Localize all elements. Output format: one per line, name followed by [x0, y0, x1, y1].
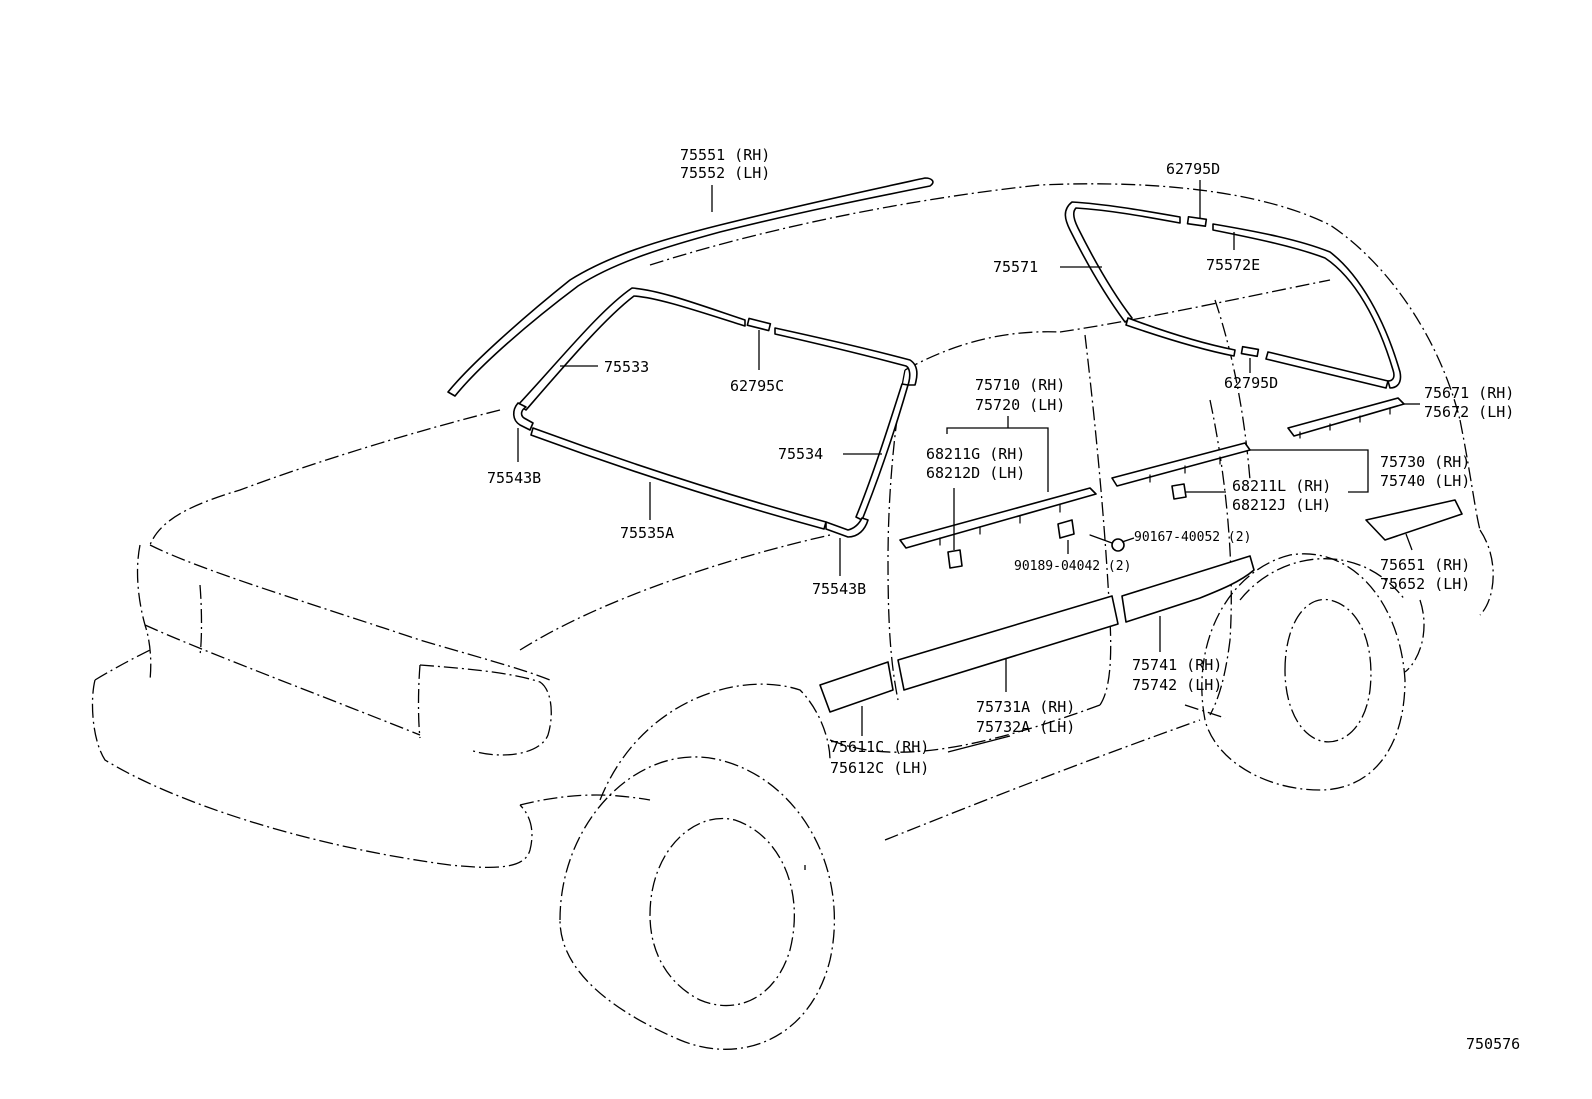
front-fender-molding — [819, 661, 894, 713]
front-door-belt-molding — [899, 487, 1097, 549]
label-windshield-molding-upper: 75533 — [604, 358, 649, 376]
screw — [1111, 538, 1125, 552]
part-labels: 75551 (RH) 75552 (LH) 62795D 75571 75572… — [487, 146, 1520, 1053]
rear-window-clip-top — [1186, 215, 1208, 228]
label-quarter-side-rh: 75651 (RH) — [1380, 556, 1470, 574]
label-roof-molding-lh: 75552 (LH) — [680, 164, 770, 182]
windshield-molding-upper — [517, 287, 746, 411]
rear-window-molding — [1064, 201, 1181, 323]
label-rear-window-clip-lower: 62795D — [1224, 374, 1278, 392]
label-front-clip-rh: 68211G (RH) — [926, 445, 1025, 463]
label-rear-window-molding-upper: 75572E — [1206, 256, 1260, 274]
rear-door-belt-molding — [1111, 442, 1251, 487]
corner-piece-upper — [512, 402, 534, 431]
front-door-side-molding — [897, 595, 1119, 691]
windshield-side-molding — [855, 383, 909, 521]
front-tire — [559, 756, 835, 1050]
roof-molding — [447, 177, 934, 397]
label-screw: 90167-40052 (2) — [1134, 530, 1251, 545]
windshield-clip — [746, 317, 772, 332]
label-corner-piece-upper: 75543B — [487, 469, 541, 487]
label-rear-side-lh: 75742 (LH) — [1132, 676, 1222, 694]
label-quarter-upper-rh: 75671 (RH) — [1424, 384, 1514, 402]
windshield-lower-molding — [530, 427, 827, 530]
label-roof-molding-rh: 75551 (RH) — [680, 146, 770, 164]
rear-tire — [1201, 553, 1406, 791]
label-corner-piece-lower: 75543B — [812, 580, 866, 598]
label-rear-window-clip-top: 62795D — [1166, 160, 1220, 178]
quarter-side-molding — [1365, 499, 1463, 541]
corner-piece-lower — [825, 517, 869, 538]
nut — [1057, 519, 1075, 539]
rear-window-clip-lower — [1240, 345, 1260, 358]
quarter-upper-molding — [1287, 397, 1405, 437]
label-front-belt-lh: 75720 (LH) — [975, 396, 1065, 414]
label-rear-window-molding: 75571 — [993, 258, 1038, 276]
label-rear-belt-lh: 75740 (LH) — [1380, 472, 1470, 490]
label-rear-clip-lh: 68212J (LH) — [1232, 496, 1331, 514]
label-front-clip-lh: 68212D (LH) — [926, 464, 1025, 482]
front-door-clip — [947, 549, 963, 569]
label-quarter-upper-lh: 75672 (LH) — [1424, 403, 1514, 421]
label-rear-belt-rh: 75730 (RH) — [1380, 453, 1470, 471]
label-windshield-lower-molding: 75535A — [620, 524, 674, 542]
label-nut: 90189-04042 (2) — [1014, 559, 1131, 574]
rear-window-molding-lower — [1125, 317, 1236, 357]
label-fender-lh: 75612C (LH) — [830, 759, 929, 777]
label-rear-side-rh: 75741 (RH) — [1132, 656, 1222, 674]
label-quarter-side-lh: 75652 (LH) — [1380, 575, 1470, 593]
label-front-side-lh: 75732A (LH) — [976, 718, 1075, 736]
windshield-molding-top-right — [774, 327, 918, 386]
vehicle-body-outline — [91, 183, 1494, 869]
leader-lines — [517, 180, 1420, 753]
rear-door-clip — [1171, 483, 1187, 500]
label-front-side-rh: 75731A (RH) — [976, 698, 1075, 716]
label-front-belt-rh: 75710 (RH) — [975, 376, 1065, 394]
label-windshield-side-molding: 75534 — [778, 445, 823, 463]
figure-number: 750576 — [1466, 1035, 1520, 1053]
rear-door-side-molding — [1121, 555, 1255, 623]
label-fender-rh: 75611C (RH) — [830, 738, 929, 756]
label-rear-clip-rh: 68211L (RH) — [1232, 477, 1331, 495]
label-windshield-clip: 62795C — [730, 377, 784, 395]
rear-window-molding-lower-right — [1265, 351, 1389, 389]
